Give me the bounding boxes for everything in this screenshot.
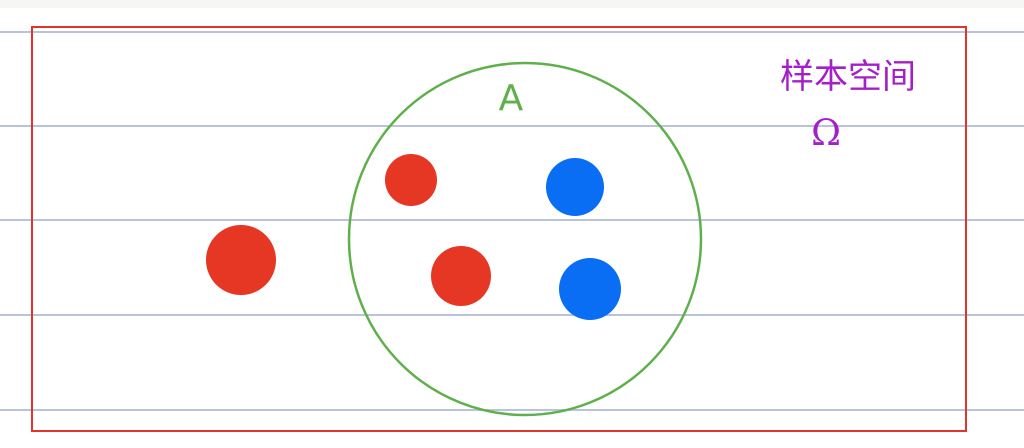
sample-space-rectangle [31, 26, 967, 432]
red-ball-inside [385, 154, 437, 206]
event-a-label: A [499, 78, 524, 119]
sample-space-label: 样本空间 [780, 57, 916, 97]
sample-space-symbol: Ω [811, 113, 841, 154]
blue-ball-inside [559, 258, 621, 320]
red-ball-outside [206, 225, 276, 295]
ruled-lines [0, 31, 1024, 411]
event-a-circle [347, 61, 703, 417]
blue-ball-inside [546, 158, 604, 216]
balls [206, 154, 621, 320]
top-band [0, 0, 1024, 8]
red-ball-inside [431, 246, 491, 306]
